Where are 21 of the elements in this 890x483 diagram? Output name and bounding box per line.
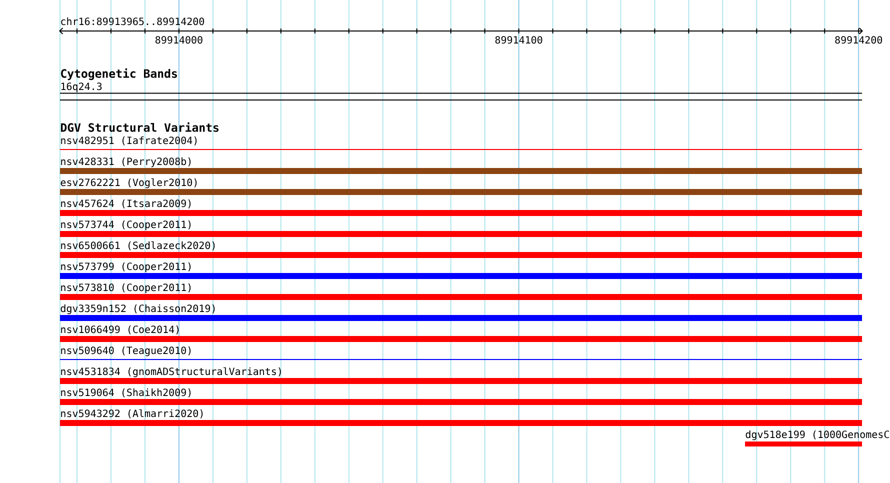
variant-label: nsv573810 (Cooper2011) bbox=[61, 283, 191, 294]
variant-label: nsv428331 (Perry2008b) bbox=[61, 157, 191, 168]
band-label: 16q24.3 bbox=[61, 82, 102, 92]
tick-label: 89914200 bbox=[835, 36, 882, 44]
tick-label: 89914000 bbox=[156, 36, 202, 44]
tick-label: 89914100 bbox=[495, 36, 542, 44]
variant-label: esv2762221 (Vogler2010) bbox=[60, 178, 197, 188]
variant-label: nsv4531834 (gnomADStructuralVariants) bbox=[61, 367, 281, 378]
variant-label: nsv6500661 (Sedlazeck2020) bbox=[61, 241, 215, 250]
track-title: DGV Structural Variants bbox=[60, 122, 218, 132]
variant-label: nsv5943292 (Almarri2020) bbox=[61, 409, 203, 418]
variant-label: nsv519064 (Shaikh2009) bbox=[61, 388, 191, 398]
variant-label: nsv573744 (Cooper2011) bbox=[61, 220, 191, 230]
variant-label: nsv457624 (Itsara2009) bbox=[61, 199, 191, 208]
variant-label: nsv573799 (Cooper2011) bbox=[61, 262, 191, 272]
variant-label: nsv1066499 (Coe2014) bbox=[61, 325, 179, 334]
variant-label: dgv3359n152 (Chaisson2019) bbox=[60, 304, 215, 314]
variant-label: nsv482951 (Iafrate2004) bbox=[61, 136, 197, 146]
variant-label: dgv518e199 (1000GenomesC bbox=[746, 430, 889, 440]
variant-label: nsv509640 (Teague2010) bbox=[61, 346, 191, 356]
position-label: chr16:89913965..89914200 bbox=[61, 17, 204, 26]
